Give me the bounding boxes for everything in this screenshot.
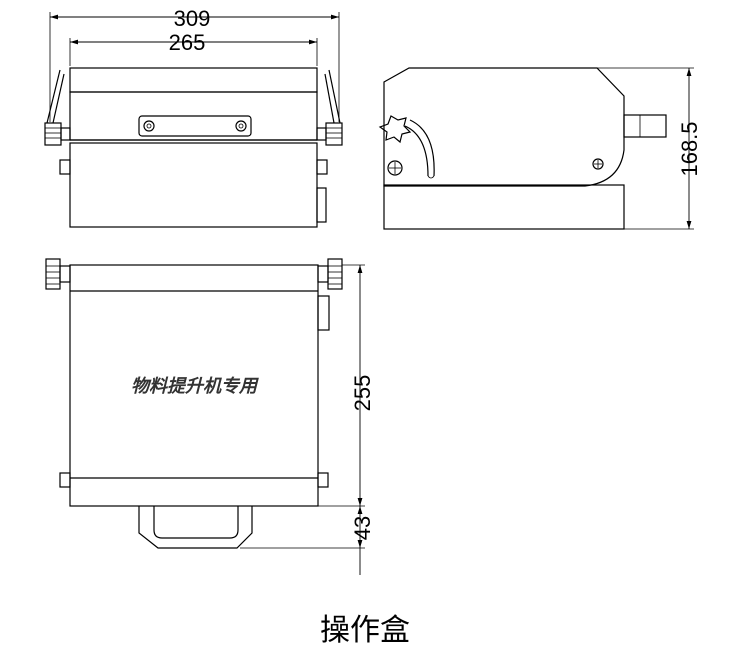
front-dimensions: 309 265: [49, 6, 340, 122]
top-right-knob: [327, 258, 343, 290]
star-knob-icon: [378, 115, 412, 144]
side-body: [383, 184, 625, 230]
top-dimensions: 255 43: [240, 264, 375, 575]
dim-height: 168.5: [677, 121, 702, 176]
bottom-left-stud: [59, 472, 71, 488]
front-view: [44, 67, 343, 228]
dim-handle-depth: 43: [350, 516, 375, 540]
top-view: 物料提升机专用: [45, 258, 343, 549]
side-dimensions: 168.5: [597, 67, 702, 230]
side-shaft: [623, 114, 667, 138]
screw-icon: [387, 160, 403, 176]
dim-body-width: 265: [169, 30, 206, 55]
screw-icon: [235, 120, 247, 132]
right-knob: [325, 122, 343, 146]
side-view: [378, 67, 667, 230]
top-left-knob: [45, 258, 61, 290]
panel-label: 物料提升机专用: [131, 376, 259, 397]
front-body: [69, 142, 318, 228]
dim-depth: 255: [350, 375, 375, 412]
dim-overall-width: 309: [174, 6, 211, 31]
top-body: [69, 264, 319, 507]
carry-handle: [138, 506, 253, 549]
side-cover: [383, 67, 625, 187]
screw-icon: [592, 158, 604, 170]
left-knob: [44, 122, 62, 146]
bottom-right-stud: [317, 472, 329, 488]
figure-caption: 操作盒: [320, 613, 410, 648]
screw-icon: [143, 120, 155, 132]
front-nameplate: [138, 115, 252, 137]
front-lid: [69, 67, 318, 93]
